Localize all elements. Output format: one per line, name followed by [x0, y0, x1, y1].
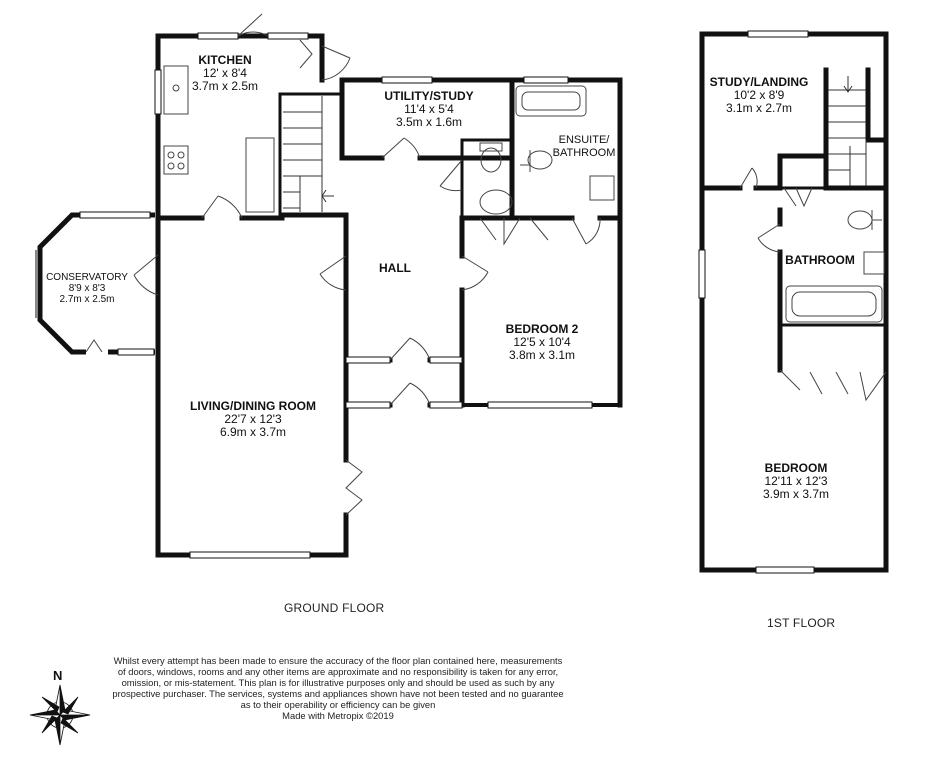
ground-stairs	[283, 96, 334, 212]
room-label-utility-study: UTILITY/STUDY 11'4 x 5'4 3.5m x 1.6m	[370, 90, 488, 129]
first-floor-walls	[699, 31, 889, 573]
room-size-imperial: 10'2 x 8'9	[733, 88, 785, 102]
room-name: UTILITY/STUDY	[384, 89, 474, 103]
room-size-metric: 3.5m x 1.6m	[395, 115, 463, 129]
conservatory-walls	[35, 211, 155, 356]
room-size-imperial: 8'9 x 8'3	[68, 283, 106, 294]
disclaimer-credit: Made with Metropix ©2019	[282, 710, 394, 721]
room-size-metric: 6.9m x 3.7m	[219, 425, 287, 439]
disclaimer-line: omission, or mis-statement. This plan is…	[121, 677, 555, 688]
first-floor-windows	[698, 30, 815, 574]
disclaimer-line: Whilst every attempt has been made to en…	[113, 655, 563, 666]
first-floor-doors	[739, 167, 887, 402]
room-label-hall: HALL	[370, 262, 420, 275]
first-bathroom-fixtures	[785, 210, 885, 323]
ensuite-fixtures	[479, 85, 615, 215]
disclaimer-line: of doors, windows, rooms and any other i…	[117, 666, 559, 677]
room-label-conservatory: CONSERVATORY 8'9 x 8'3 2.7m x 2.5m	[28, 272, 146, 305]
room-name: KITCHEN	[198, 53, 252, 67]
disclaimer-text: Whilst every attempt has been made to en…	[112, 655, 564, 721]
room-size-imperial: 22'7 x 12'3	[224, 412, 282, 426]
room-size-imperial: 12'5 x 10'4	[513, 335, 571, 349]
kitchen-fixtures	[163, 65, 275, 213]
room-label-kitchen: KITCHEN 12' x 8'4 3.7m x 2.5m	[186, 54, 264, 93]
ground-floor-doors	[133, 13, 601, 516]
room-name: HALL	[379, 261, 411, 275]
room-size-metric: 3.8m x 3.1m	[508, 348, 576, 362]
room-name: BEDROOM 2	[505, 322, 579, 336]
room-label-ensuite: ENSUITE/ BATHROOM	[548, 134, 620, 160]
disclaimer-line: as to their operability or efficiency ca…	[240, 699, 436, 710]
disclaimer-line: prospective purchaser. The services, sys…	[112, 688, 564, 699]
room-size-imperial: 12' x 8'4	[203, 66, 247, 80]
room-size-metric: 3.9m x 3.7m	[762, 487, 830, 501]
room-size-imperial: 11'4 x 5'4	[404, 102, 454, 116]
first-floor-stairs	[828, 76, 867, 186]
room-size-metric: 3.7m x 2.5m	[191, 79, 259, 93]
room-label-study-landing: STUDY/LANDING 10'2 x 8'9 3.1m x 2.7m	[706, 76, 812, 115]
room-size-metric: 3.1m x 2.7m	[725, 101, 793, 115]
room-name: LIVING/DINING ROOM	[190, 399, 316, 413]
ground-floor-caption: GROUND FLOOR	[284, 601, 385, 615]
room-label-bedroom: BEDROOM 12'11 x 12'3 3.9m x 3.7m	[750, 462, 842, 501]
room-name: BATHROOM	[785, 253, 855, 267]
room-name-line2: BATHROOM	[552, 147, 616, 159]
room-name: CONSERVATORY	[46, 272, 128, 283]
room-size-imperial: 12'11 x 12'3	[764, 474, 828, 488]
room-name: STUDY/LANDING	[709, 75, 809, 89]
first-floor-caption: 1ST FLOOR	[767, 616, 836, 630]
room-label-living-dining: LIVING/DINING ROOM 22'7 x 12'3 6.9m x 3.…	[178, 400, 328, 439]
room-label-bathroom: BATHROOM	[780, 254, 860, 267]
room-size-metric: 2.7m x 2.5m	[59, 294, 115, 305]
compass-north-label: N	[53, 668, 63, 683]
room-name: BEDROOM	[764, 461, 828, 475]
room-name: ENSUITE/	[558, 134, 610, 146]
room-label-bedroom-2: BEDROOM 2 12'5 x 10'4 3.8m x 3.1m	[492, 323, 592, 362]
compass-rose	[29, 684, 91, 746]
ground-floor-windows	[154, 32, 593, 559]
